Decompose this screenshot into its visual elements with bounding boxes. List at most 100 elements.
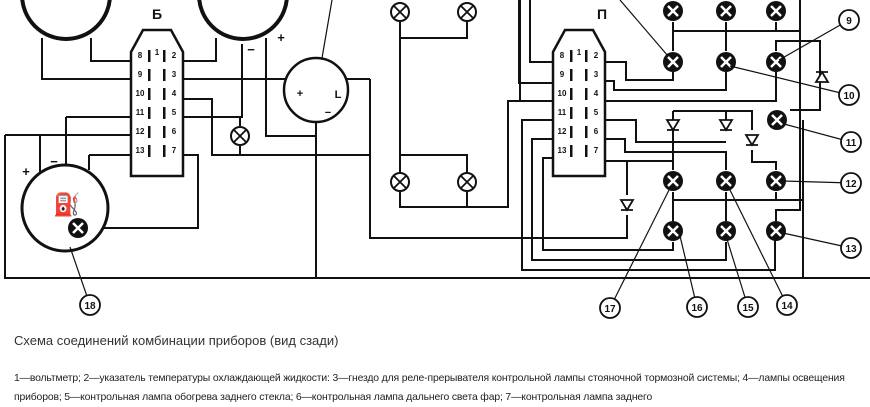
connector-b-pin-7: 7 bbox=[172, 146, 177, 155]
connector-p-contact bbox=[570, 145, 573, 157]
indicator-lamp-icon bbox=[716, 171, 736, 191]
indicator-lamp-cross bbox=[667, 175, 679, 187]
connector-b-contact bbox=[148, 126, 151, 138]
caption-text: 1—вольтметр; 2—указатель температуры охл… bbox=[14, 373, 845, 403]
fuel-minus-label: − bbox=[50, 154, 58, 169]
connector-p-contact bbox=[570, 69, 573, 81]
socket-plus-label: + bbox=[297, 88, 303, 100]
callout-10: 10 bbox=[843, 91, 855, 102]
voltmeter-gauge bbox=[20, 0, 112, 41]
connector-b-contact bbox=[163, 69, 166, 81]
callout-leader bbox=[783, 123, 852, 143]
lamp-icon bbox=[390, 2, 410, 22]
connector-p-pin-2: 2 bbox=[594, 51, 599, 60]
connector-p-contact bbox=[570, 50, 573, 62]
connector-b-contact bbox=[148, 88, 151, 100]
callout-13: 13 bbox=[845, 244, 857, 255]
callout-18: 18 bbox=[84, 301, 96, 312]
lamp-cross bbox=[460, 175, 474, 189]
connector-b-contact bbox=[163, 107, 166, 119]
connector-b-pin-2: 2 bbox=[172, 51, 177, 60]
lamp-icon bbox=[457, 172, 477, 192]
connector-p-pin-7: 7 bbox=[594, 146, 599, 155]
connector-p-contact bbox=[585, 145, 588, 157]
indicator-lamp-cross bbox=[770, 225, 782, 237]
callout-14-circle bbox=[776, 294, 798, 316]
connector-p-pin-6: 6 bbox=[594, 127, 599, 136]
connector-b-pin-13: 13 bbox=[136, 146, 145, 155]
indicator-lamp-icon bbox=[663, 171, 683, 191]
indicator-lamp-icon bbox=[716, 52, 736, 72]
connector-b-pin-5: 5 bbox=[172, 108, 177, 117]
callout-11: 11 bbox=[846, 138, 857, 149]
connector-p-pin-13: 13 bbox=[558, 146, 567, 155]
lamp-icon bbox=[390, 172, 410, 192]
callout-12: 12 bbox=[845, 179, 857, 190]
connector-p-pin-1: 1 bbox=[577, 48, 582, 57]
connector-b-label: Б bbox=[152, 6, 162, 22]
indicator-lamp-icon bbox=[766, 52, 786, 72]
callout-leader bbox=[725, 235, 749, 308]
connector-b-pin-8: 8 bbox=[138, 51, 143, 60]
indicator-lamp-cross bbox=[667, 225, 679, 237]
connector-p-pin-8: 8 bbox=[560, 51, 565, 60]
connector-b bbox=[129, 28, 185, 178]
indicator-lamp-cross bbox=[770, 5, 782, 17]
indicator-lamp-icon bbox=[663, 1, 683, 21]
temperature-gauge bbox=[197, 0, 289, 41]
connector-p-pin-5: 5 bbox=[594, 108, 599, 117]
indicator-lamp-icon bbox=[767, 110, 787, 130]
gauge-plus-label: + bbox=[277, 30, 285, 45]
callout-leader bbox=[778, 19, 850, 61]
connector-p-pin-4: 4 bbox=[594, 89, 599, 98]
lamp-cross bbox=[393, 5, 407, 19]
diode-icon bbox=[665, 119, 681, 132]
indicator-lamp-icon bbox=[716, 221, 736, 241]
callout-leader bbox=[619, 0, 669, 57]
connector-p-pin-3: 3 bbox=[594, 70, 599, 79]
gauge-minus-label: − bbox=[247, 42, 255, 57]
connector-p-contact bbox=[570, 107, 573, 119]
callout-12-circle bbox=[840, 172, 862, 194]
indicator-lamp-icon bbox=[766, 221, 786, 241]
connector-b-contact bbox=[163, 50, 166, 62]
indicator-lamp-cross bbox=[720, 225, 732, 237]
callout-16: 16 bbox=[691, 303, 703, 314]
indicator-lamp-cross bbox=[770, 56, 782, 68]
connector-b-contact bbox=[163, 145, 166, 157]
indicator-lamp-icon bbox=[663, 221, 683, 241]
callout-9: 9 bbox=[846, 16, 852, 27]
callout-15: 15 bbox=[742, 303, 754, 314]
callout-16-circle bbox=[686, 296, 708, 318]
connector-p bbox=[551, 28, 607, 178]
connector-p-contact bbox=[585, 88, 588, 100]
callout-18-circle bbox=[79, 294, 101, 316]
connector-p-contact bbox=[570, 126, 573, 138]
connector-p-contact bbox=[585, 107, 588, 119]
indicator-lamp-icon bbox=[766, 1, 786, 21]
callout-leader bbox=[609, 185, 672, 309]
connector-p-contact bbox=[585, 69, 588, 81]
diode-icon bbox=[814, 70, 830, 83]
connector-b-contact bbox=[148, 50, 151, 62]
callout-leader bbox=[727, 185, 788, 306]
indicator-lamp-cross bbox=[72, 222, 84, 234]
fuel-pump-icon: ⛽ bbox=[53, 192, 80, 217]
wires bbox=[4, 0, 870, 279]
indicator-lamp-cross bbox=[770, 175, 782, 187]
diode-icon bbox=[744, 134, 760, 147]
callout-leader bbox=[729, 65, 850, 96]
connector-p-label: П bbox=[597, 6, 607, 22]
connector-p-pin-9: 9 bbox=[560, 70, 565, 79]
callout-14: 14 bbox=[781, 301, 793, 312]
connector-b-pin-1: 1 bbox=[155, 48, 160, 57]
lamp-cross bbox=[393, 175, 407, 189]
relay-socket bbox=[282, 56, 350, 124]
callout-leader bbox=[782, 232, 852, 249]
socket-minus-label: − bbox=[325, 107, 331, 119]
connector-b-contact bbox=[148, 69, 151, 81]
callout-9-circle bbox=[838, 9, 860, 31]
connector-b-pin-9: 9 bbox=[138, 70, 143, 79]
indicator-lamp-cross bbox=[720, 5, 732, 17]
callout-13-circle bbox=[840, 237, 862, 259]
